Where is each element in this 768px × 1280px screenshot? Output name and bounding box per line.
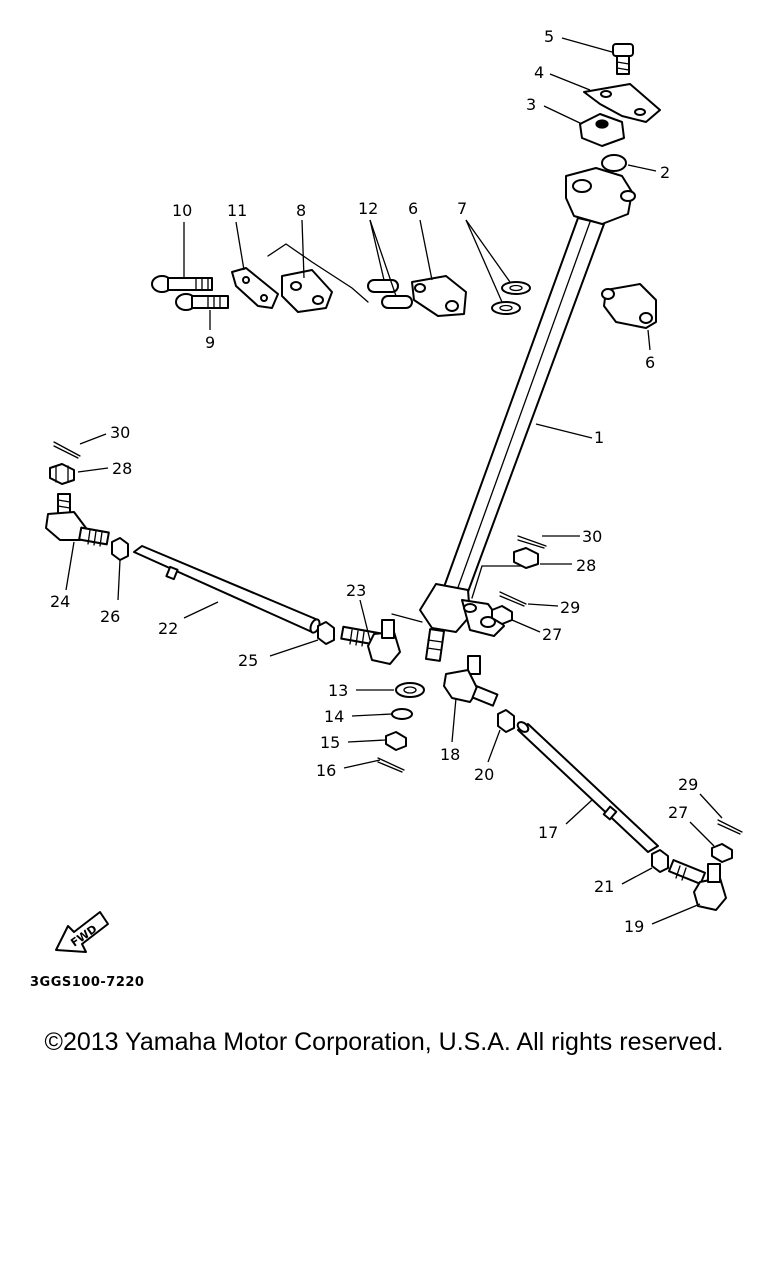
callout-19: 19 bbox=[624, 917, 644, 936]
nut-right-outer bbox=[651, 849, 669, 873]
callout-15: 15 bbox=[320, 733, 340, 752]
callout-25: 25 bbox=[238, 651, 258, 670]
bolt-upper bbox=[151, 275, 213, 293]
bolt-lower bbox=[175, 293, 229, 311]
callout-21: 21 bbox=[594, 877, 614, 896]
callout-24: 24 bbox=[50, 592, 70, 611]
cotter-pin-upper-right bbox=[517, 535, 547, 549]
callout-29a: 29 bbox=[560, 598, 580, 617]
washer-14 bbox=[391, 708, 413, 720]
callout-30b: 30 bbox=[582, 527, 602, 546]
castle-nut-upper-right bbox=[513, 547, 539, 569]
callout-16: 16 bbox=[316, 761, 336, 780]
callout-20: 20 bbox=[474, 765, 494, 784]
callout-2: 2 bbox=[660, 163, 670, 182]
tie-rod-end-right bbox=[667, 859, 727, 911]
cotter-pin-right bbox=[717, 819, 743, 835]
callout-7: 7 bbox=[457, 199, 467, 218]
callout-26: 26 bbox=[100, 607, 120, 626]
callout-13: 13 bbox=[328, 681, 348, 700]
shaft-clamp-left bbox=[411, 275, 467, 317]
callout-9: 9 bbox=[205, 333, 215, 352]
tie-rod-left bbox=[133, 545, 321, 634]
tie-rod-end-center-left bbox=[340, 619, 401, 665]
cap bbox=[601, 154, 627, 172]
shaft-clamp-right bbox=[601, 283, 657, 329]
callout-4: 4 bbox=[534, 63, 544, 82]
callout-3: 3 bbox=[526, 95, 536, 114]
callout-11: 11 bbox=[227, 201, 247, 220]
callout-14: 14 bbox=[324, 707, 344, 726]
callout-28a: 28 bbox=[112, 459, 132, 478]
steering-shaft bbox=[391, 167, 636, 662]
callout-27b: 27 bbox=[668, 803, 688, 822]
callout-10: 10 bbox=[172, 201, 192, 220]
castle-nut-right bbox=[711, 843, 733, 863]
callout-8: 8 bbox=[296, 201, 306, 220]
callout-23: 23 bbox=[346, 581, 366, 600]
callout-30a: 30 bbox=[110, 423, 130, 442]
cotter-pin-center-right bbox=[499, 591, 527, 607]
collars bbox=[367, 279, 413, 309]
callout-1: 1 bbox=[594, 428, 604, 447]
forward-direction-arrow: FWD bbox=[55, 911, 109, 953]
callout-22: 22 bbox=[158, 619, 178, 638]
nut-left-outer bbox=[317, 621, 335, 645]
tie-rod-end-left bbox=[45, 493, 110, 547]
tie-rod-end-center-right bbox=[443, 655, 499, 707]
callout-18: 18 bbox=[440, 745, 460, 764]
callout-6b: 6 bbox=[645, 353, 655, 372]
flange-bolt bbox=[612, 43, 634, 75]
callout-5: 5 bbox=[544, 27, 554, 46]
copyright-notice: ©2013 Yamaha Motor Corporation, U.S.A. A… bbox=[44, 1028, 724, 1056]
callout-17: 17 bbox=[538, 823, 558, 842]
tie-rod-right bbox=[516, 721, 659, 853]
lock-washer bbox=[583, 83, 661, 123]
callout-6a: 6 bbox=[408, 199, 418, 218]
callout-12: 12 bbox=[358, 199, 378, 218]
cotter-pin-16 bbox=[377, 757, 405, 773]
callout-27a: 27 bbox=[542, 625, 562, 644]
callout-29b: 29 bbox=[678, 775, 698, 794]
callout-28b: 28 bbox=[576, 556, 596, 575]
washer-13 bbox=[395, 682, 425, 698]
stopper-plate bbox=[267, 243, 369, 313]
nut-right-inner bbox=[497, 709, 515, 733]
nut-left-inner bbox=[111, 537, 129, 561]
steering-parts-diagram: FWD bbox=[45, 27, 743, 953]
leader-lines bbox=[65, 37, 723, 925]
lock-plate bbox=[231, 267, 279, 309]
nut-15 bbox=[385, 731, 407, 751]
part-callouts: 1 2 3 4 5 6 6 7 8 9 10 11 12 13 14 15 16… bbox=[50, 27, 698, 936]
diagram-code: 3GGS100-7220 bbox=[30, 975, 145, 990]
holder bbox=[579, 113, 625, 147]
cotter-pin-left bbox=[53, 441, 81, 459]
bushings bbox=[491, 281, 531, 315]
castle-nut-left bbox=[49, 463, 75, 485]
